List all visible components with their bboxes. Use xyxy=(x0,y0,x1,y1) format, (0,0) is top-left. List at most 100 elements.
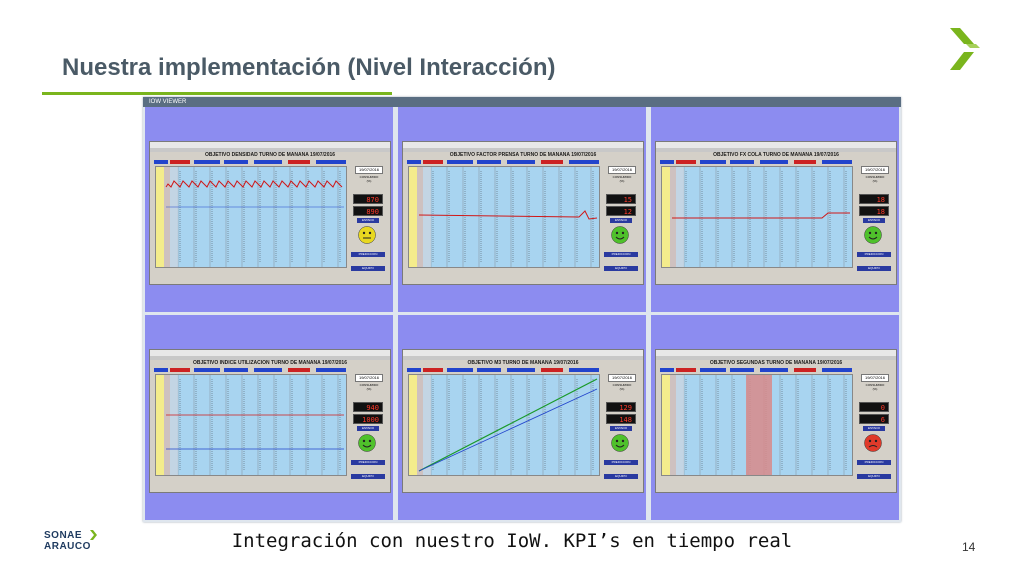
kpi-trend-plot xyxy=(661,166,853,268)
estado-label: ESTADO xyxy=(357,426,379,431)
shift-marker xyxy=(477,160,501,164)
kpi-trend-plot xyxy=(661,374,853,476)
kpi-trend-plot xyxy=(408,374,600,476)
estado-label: ESTADO xyxy=(610,218,632,223)
kpi-window: OBJETIVO INDICE UTILIZACION TURNO DE MAÑ… xyxy=(149,349,391,493)
kpi-panel: OBJETIVO FACTOR PRENSA TURNO DE MAÑANA 1… xyxy=(398,107,646,312)
kpi-title: OBJETIVO INDICE UTILIZACION TURNO DE MAÑ… xyxy=(192,360,347,366)
shift-marker xyxy=(194,160,220,164)
led-display: 940 xyxy=(353,402,383,412)
kpi-window-titlebar xyxy=(656,142,896,148)
prediccion-label: PREDICCION xyxy=(857,252,891,257)
consumido-label: CONSUMIDO (%) xyxy=(612,383,632,391)
kpi-title: OBJETIVO FX COLA TURNO DE MAÑANA 19/07/2… xyxy=(713,152,839,158)
shift-marker xyxy=(507,368,535,372)
shift-marker xyxy=(407,160,421,164)
equipo-label: EQUIPO xyxy=(604,266,638,271)
shift-marker xyxy=(423,160,443,164)
led-display: 890 xyxy=(353,206,383,216)
page-number: 14 xyxy=(962,540,976,554)
shift-marker xyxy=(288,160,310,164)
shift-marker xyxy=(170,160,190,164)
shift-marker xyxy=(822,160,852,164)
kpi-menubar xyxy=(403,148,643,152)
shift-marker xyxy=(569,368,599,372)
led-display: 18 xyxy=(859,206,889,216)
kpi-menubar xyxy=(150,356,390,360)
logo-chevron-icon xyxy=(90,530,97,540)
shift-marker xyxy=(660,160,674,164)
equipo-label: EQUIPO xyxy=(857,474,891,479)
shift-marker xyxy=(760,368,788,372)
page-title: Nuestra implementación (Nivel Interacció… xyxy=(62,54,556,81)
kpi-title: OBJETIVO M3 TURNO DE MAÑANA 19/07/2016 xyxy=(467,360,579,366)
kpi-date: 19/07/2016 xyxy=(861,166,889,174)
consumido-label: CONSUMIDO (%) xyxy=(359,175,379,183)
kpi-window-titlebar xyxy=(150,142,390,148)
shift-marker xyxy=(730,368,754,372)
slide-caption: Integración con nuestro IoW. KPI’s en ti… xyxy=(231,530,793,552)
kpi-window: OBJETIVO FX COLA TURNO DE MAÑANA 19/07/2… xyxy=(655,141,897,285)
shift-marker xyxy=(794,368,816,372)
smiley-face-icon xyxy=(358,434,376,452)
shift-marker xyxy=(569,160,599,164)
kpi-date: 19/07/2016 xyxy=(608,374,636,382)
kpi-title: OBJETIVO DENSIDAD TURNO DE MAÑANA 19/07/… xyxy=(204,152,336,158)
shift-marker xyxy=(154,368,168,372)
shift-marker xyxy=(170,368,190,372)
shift-marker xyxy=(700,368,726,372)
shift-marker xyxy=(447,160,473,164)
led-display: 12 xyxy=(606,206,636,216)
window-titlebar: IOW VIEWER xyxy=(143,97,901,107)
shift-marker xyxy=(316,368,346,372)
shift-marker xyxy=(822,368,852,372)
shift-marker xyxy=(447,368,473,372)
kpi-trend-plot xyxy=(155,166,347,268)
shift-marker xyxy=(224,160,248,164)
smiley-face-icon xyxy=(358,226,376,244)
kpi-title: OBJETIVO FACTOR PRENSA TURNO DE MAÑANA 1… xyxy=(449,152,597,158)
kpi-side-panel: 19/07/2016 CONSUMIDO (%) 0 6 ESTADO PRED… xyxy=(855,374,893,488)
prediccion-label: PREDICCION xyxy=(351,460,385,465)
shift-marker xyxy=(154,160,168,164)
kpi-date: 19/07/2016 xyxy=(608,166,636,174)
shift-marker xyxy=(194,368,220,372)
consumido-label: CONSUMIDO (%) xyxy=(612,175,632,183)
consumido-label: CONSUMIDO (%) xyxy=(865,175,885,183)
led-display: 6 xyxy=(859,414,889,424)
window-title: IOW VIEWER xyxy=(149,99,187,105)
estado-label: ESTADO xyxy=(610,426,632,431)
kpi-panel: OBJETIVO INDICE UTILIZACION TURNO DE MAÑ… xyxy=(145,315,393,520)
shift-marker xyxy=(730,160,754,164)
prediccion-label: PREDICCION xyxy=(351,252,385,257)
kpi-window: OBJETIVO M3 TURNO DE MAÑANA 19/07/2016 1… xyxy=(402,349,644,493)
smiley-face-icon xyxy=(864,226,882,244)
shift-marker xyxy=(676,368,696,372)
kpi-date: 19/07/2016 xyxy=(861,374,889,382)
shift-marker xyxy=(676,160,696,164)
shift-marker xyxy=(224,368,248,372)
prediccion-label: PREDICCION xyxy=(857,460,891,465)
kpi-side-panel: 19/07/2016 CONSUMIDO (%) 15 12 ESTADO PR… xyxy=(602,166,640,280)
prediccion-label: PREDICCION xyxy=(604,460,638,465)
kpi-menubar xyxy=(656,148,896,152)
company-logo: SONAE ARAUCO xyxy=(44,530,104,554)
shift-marker xyxy=(541,160,563,164)
smiley-face-icon xyxy=(611,434,629,452)
kpi-panel: OBJETIVO DENSIDAD TURNO DE MAÑANA 19/07/… xyxy=(145,107,393,312)
led-display: 0 xyxy=(859,402,889,412)
smiley-face-icon xyxy=(611,226,629,244)
kpi-title: OBJETIVO SEGUNDAS TURNO DE MAÑANA 19/07/… xyxy=(709,360,843,366)
kpi-side-panel: 19/07/2016 CONSUMIDO (%) 940 1000 ESTADO… xyxy=(349,374,387,488)
kpi-panel: OBJETIVO M3 TURNO DE MAÑANA 19/07/2016 1… xyxy=(398,315,646,520)
title-underline xyxy=(42,92,392,95)
kpi-panel: OBJETIVO FX COLA TURNO DE MAÑANA 19/07/2… xyxy=(651,107,899,312)
kpi-window: OBJETIVO DENSIDAD TURNO DE MAÑANA 19/07/… xyxy=(149,141,391,285)
equipo-label: EQUIPO xyxy=(604,474,638,479)
kpi-menubar xyxy=(403,356,643,360)
shift-marker xyxy=(660,368,674,372)
consumido-label: CONSUMIDO (%) xyxy=(865,383,885,391)
shift-marker xyxy=(541,368,563,372)
consumido-label: CONSUMIDO (%) xyxy=(359,383,379,391)
led-display: 129 xyxy=(606,402,636,412)
